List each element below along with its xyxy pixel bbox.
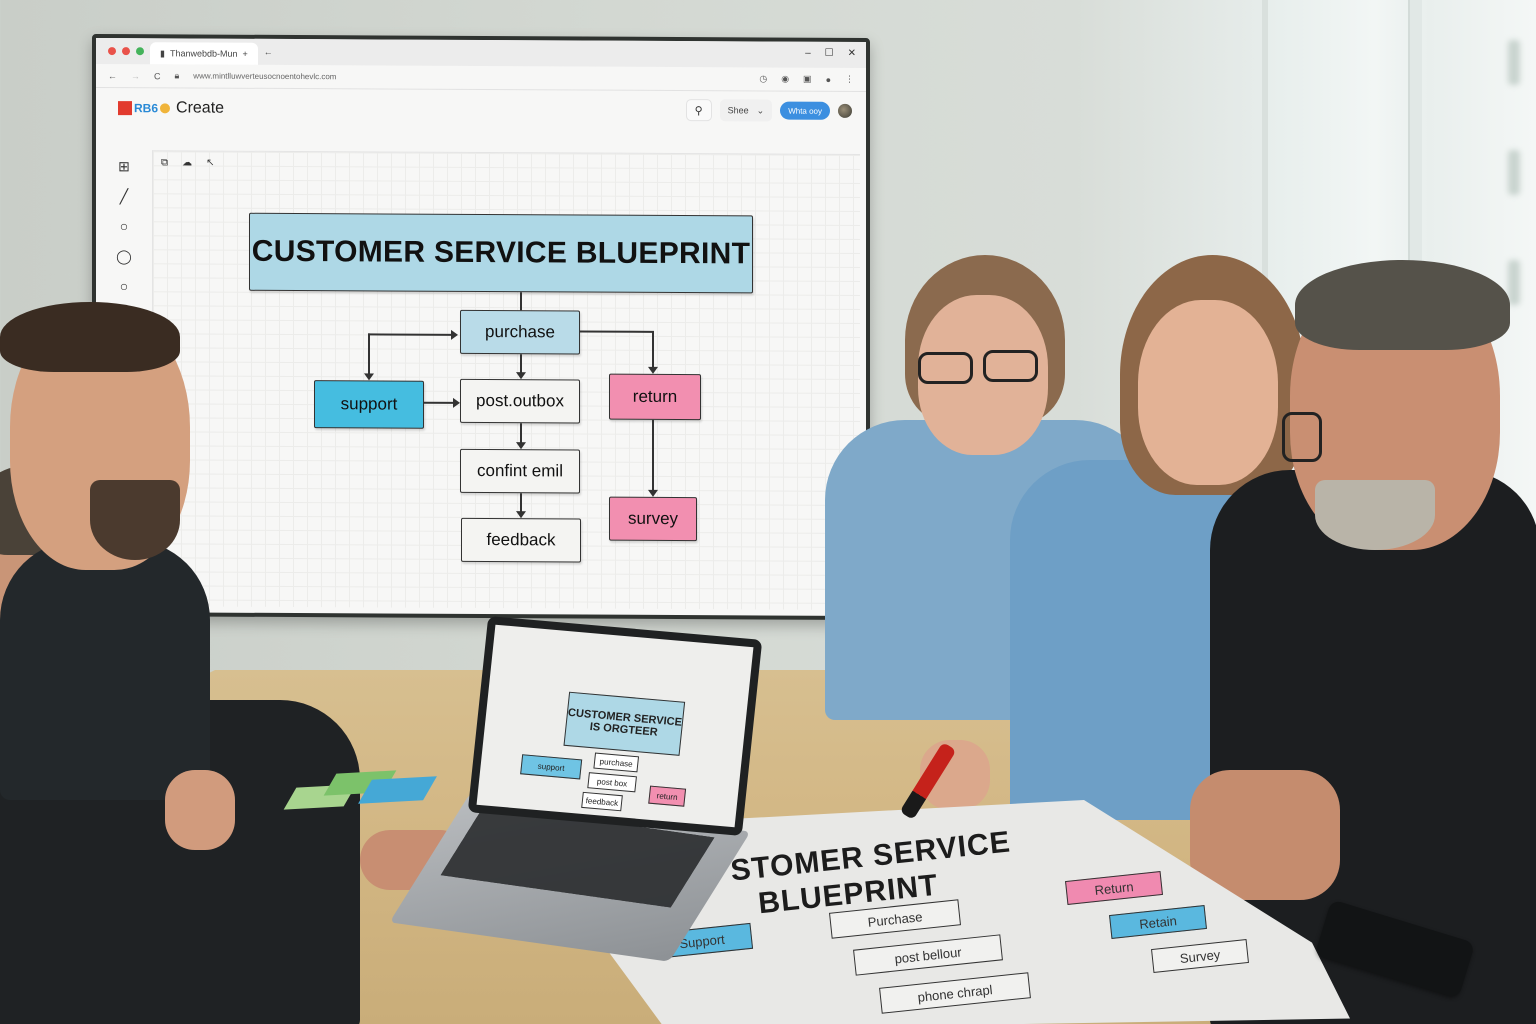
copy-icon[interactable]: ⧉ [161, 157, 169, 169]
laptop-node-purchase: purchase [593, 752, 640, 773]
app-title: Create [176, 99, 225, 117]
node-survey[interactable]: survey [609, 496, 697, 542]
line-icon[interactable]: ╱ [119, 188, 129, 205]
wall-screen-display: ▮ Thanwebdb-Mun + ← – ☐ ✕ ← → C 🔒︎ www.m… [96, 37, 866, 617]
grid-icon[interactable]: ⊞ [118, 158, 130, 175]
arrow-to-support [368, 333, 370, 379]
logo-square-icon [118, 101, 132, 116]
share-label: Shee [727, 105, 749, 116]
wall-screen: ▮ Thanwebdb-Mun + ← – ☐ ✕ ← → C 🔒︎ www.m… [92, 33, 870, 621]
history-icon[interactable]: ◷ [759, 73, 768, 84]
poster-node-retain: Retain [1109, 905, 1207, 939]
more-icon[interactable]: ⋮ [845, 73, 854, 84]
glasses [1282, 412, 1322, 462]
lock-icon: 🔒︎ [174, 70, 180, 81]
browser-tab-bar: ▮ Thanwebdb-Mun + ← – ☐ ✕ [96, 37, 866, 69]
node-support[interactable]: support [314, 380, 424, 429]
person-hair [0, 302, 180, 372]
person-head [1138, 300, 1278, 485]
person-hand [165, 770, 235, 850]
avatar[interactable] [838, 103, 852, 118]
forward-icon[interactable]: → [131, 70, 140, 81]
chevron-down-icon: ⌄ [756, 104, 765, 115]
node-confirm-email[interactable]: confint emil [460, 448, 580, 494]
person-hair [1295, 260, 1510, 350]
circle-icon[interactable]: ○ [119, 218, 129, 235]
person-hand [1190, 770, 1340, 900]
window-blur [1508, 260, 1520, 305]
logo-coin-icon [160, 103, 171, 114]
arrow-return-survey [652, 419, 654, 495]
laptop-node-post: post box [587, 772, 637, 793]
url-input[interactable]: www.mintlluwverteusocnoentohevlc.com [193, 71, 337, 82]
maximize-icon[interactable]: ☐ [824, 47, 834, 59]
arrow-confirm-feedback [520, 493, 522, 517]
arrow-purchase-post [520, 354, 522, 378]
cloud-icon[interactable]: ☁ [182, 157, 193, 169]
laptop-display[interactable]: CUSTOMER SERVICE IS ORGTEER support purc… [476, 624, 754, 828]
tab-favicon-icon: ▮ [160, 47, 165, 58]
person-torso [0, 540, 210, 800]
connector [520, 292, 522, 311]
close-dot-icon[interactable] [108, 47, 116, 56]
window-blur [1508, 150, 1520, 195]
node-purchase[interactable]: purchase [460, 309, 580, 355]
arrow-support-post [424, 401, 458, 404]
laptop-node-return: return [648, 785, 687, 807]
maximize-dot-icon[interactable] [136, 47, 144, 56]
laptop-diagram-title: CUSTOMER SERVICE IS ORGTEER [563, 691, 686, 756]
back-tab-icon[interactable]: ← [263, 46, 273, 57]
poster-node-post: post bellour [853, 934, 1003, 976]
poster-node-phone: phone chrapl [879, 972, 1031, 1014]
connector [580, 330, 652, 333]
speech-bubble-icon[interactable]: ◯ [116, 248, 132, 265]
node-post-outbox[interactable]: post.outbox [460, 378, 580, 424]
node-return[interactable]: return [609, 373, 701, 421]
window-controls: – ☐ ✕ [805, 48, 856, 59]
minimize-dot-icon[interactable] [122, 47, 130, 56]
logo-text: RB6 [134, 101, 159, 116]
app-header: RB6 Create ⚲ Shee ⌄ Whta ooy [96, 88, 866, 132]
share-dropdown[interactable]: Shee ⌄ [719, 99, 773, 122]
poster-node-survey: Survey [1151, 939, 1249, 973]
minimize-icon[interactable]: – [805, 47, 811, 59]
header-actions: ⚲ Shee ⌄ Whta ooy [685, 99, 852, 122]
ellipse-icon[interactable]: ○ [119, 278, 129, 295]
arrow-post-confirm [520, 423, 522, 448]
tab-title: Thanwebdb-Mun [169, 48, 238, 59]
new-tab-icon[interactable]: + [242, 48, 248, 59]
search-icon[interactable]: ⚲ [685, 99, 712, 122]
close-icon[interactable]: ✕ [847, 47, 856, 59]
laptop-node-support: support [520, 754, 583, 780]
window-blur [1508, 40, 1520, 85]
reload-icon[interactable]: C [154, 70, 161, 81]
profile-icon[interactable]: ● [825, 74, 831, 85]
glasses [983, 350, 1038, 382]
person-beard [90, 480, 180, 560]
browser-tab[interactable]: ▮ Thanwebdb-Mun + [150, 42, 258, 65]
arrow-purchase-return [652, 330, 654, 372]
back-icon[interactable]: ← [108, 70, 117, 81]
glasses [918, 352, 973, 384]
extension-icon[interactable]: ▣ [803, 73, 812, 84]
person-beard [1315, 480, 1435, 550]
canvas-toolbar: ⧉ ☁ ↖ [161, 157, 215, 168]
laptop-screen: CUSTOMER SERVICE IS ORGTEER support purc… [467, 616, 763, 836]
pointer-icon[interactable]: ↖ [206, 157, 215, 169]
primary-button[interactable]: Whta ooy [780, 101, 830, 120]
poster-node-return: Return [1065, 871, 1163, 905]
diagram-title[interactable]: CUSTOMER SERVICE BLUEPRINT [249, 212, 753, 294]
node-feedback[interactable]: feedback [461, 517, 581, 563]
account-icon[interactable]: ◉ [781, 73, 790, 84]
laptop-node-feedback: feedback [581, 791, 623, 812]
app-logo[interactable]: RB6 [118, 101, 171, 116]
